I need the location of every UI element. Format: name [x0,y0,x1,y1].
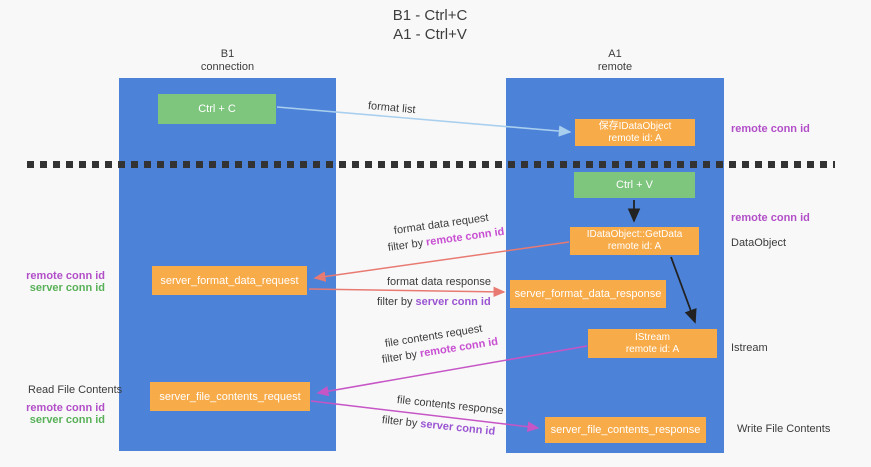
file-contents-response-label: file contents response [396,394,505,418]
server-format-data-request-box: server_format_data_request [152,266,307,295]
write-file-contents-label: Write File Contents [737,423,831,435]
server-file-contents-response-label: server_file_contents_response [550,424,701,436]
server-format-data-response-box: server_format_data_response [510,280,666,308]
format-data-response-arrow [308,286,506,298]
filter-by-prefix: filter by [387,236,427,254]
save-idataobject-line1: 保存IDataObject [598,120,672,132]
server-format-data-response-label: server_format_data_response [514,288,662,300]
server-file-contents-request-box: server_file_contents_request [150,382,310,411]
left-format-conn-ids: remote conn id server conn id [25,270,105,294]
lane-b1-title: B1 [220,48,235,60]
filter-by-prefix: filter by [377,296,416,308]
server-conn-id-label: server conn id [29,282,105,294]
dataobject-label: DataObject [731,237,787,249]
format-list-label: format list [367,100,417,117]
file-contents-response-filter-label: filter by server conn id [381,414,495,438]
idataobject-getdata-box: IDataObject::GetData remote id: A [570,227,699,255]
remote-conn-id-label-top: remote conn id [731,123,810,135]
filter-by-prefix: filter by [381,348,421,366]
lane-a1-title: A1 [608,48,622,60]
istream-box: IStream remote id: A [588,329,717,358]
lane-b1-subtitle: connection [200,61,255,73]
server-conn-id-highlight: server conn id [419,418,496,438]
dashed-divider [27,161,835,168]
filter-by-prefix: filter by [381,414,421,430]
lane-header-a1: A1 remote [506,48,724,74]
save-idataobject-line2: remote id: A [608,132,662,144]
server-conn-id-highlight: server conn id [415,296,491,308]
istream-label: Istream [731,342,768,354]
lane-header-b1: B1 connection [119,48,336,74]
format-data-response-filter-label: filter by server conn id [377,296,491,308]
istream-line1: IStream [634,331,670,343]
remote-conn-id-label-mid: remote conn id [731,212,810,224]
server-file-contents-response-box: server_file_contents_response [545,417,706,443]
server-format-data-request-label: server_format_data_request [160,274,299,287]
ctrl-c-label: Ctrl + C [198,103,236,115]
remote-conn-id-label: remote conn id [26,402,105,414]
ctrl-v-box: Ctrl + V [574,172,695,198]
server-file-contents-request-label: server_file_contents_request [159,390,301,403]
title-line-1: B1 - Ctrl+C [392,7,468,24]
ctrl-v-label: Ctrl + V [616,179,653,191]
left-file-conn-ids: remote conn id server conn id [25,402,105,426]
remote-conn-id-label: remote conn id [26,270,105,282]
read-file-contents-label: Read File Contents [28,384,123,396]
ctrl-c-box: Ctrl + C [158,94,276,124]
title-line-2: A1 - Ctrl+V [393,26,467,43]
format-data-response-label: format data response [387,276,491,288]
istream-line2: remote id: A [625,343,680,355]
server-conn-id-label: server conn id [29,414,105,426]
lane-a1-subtitle: remote [597,61,633,73]
idataobject-getdata-line2: remote id: A [607,241,662,252]
save-idataobject-box: 保存IDataObject remote id: A [575,119,695,146]
idataobject-getdata-line1: IDataObject::GetData [586,229,683,240]
diagram-title: B1 - Ctrl+C A1 - Ctrl+V [280,6,580,44]
